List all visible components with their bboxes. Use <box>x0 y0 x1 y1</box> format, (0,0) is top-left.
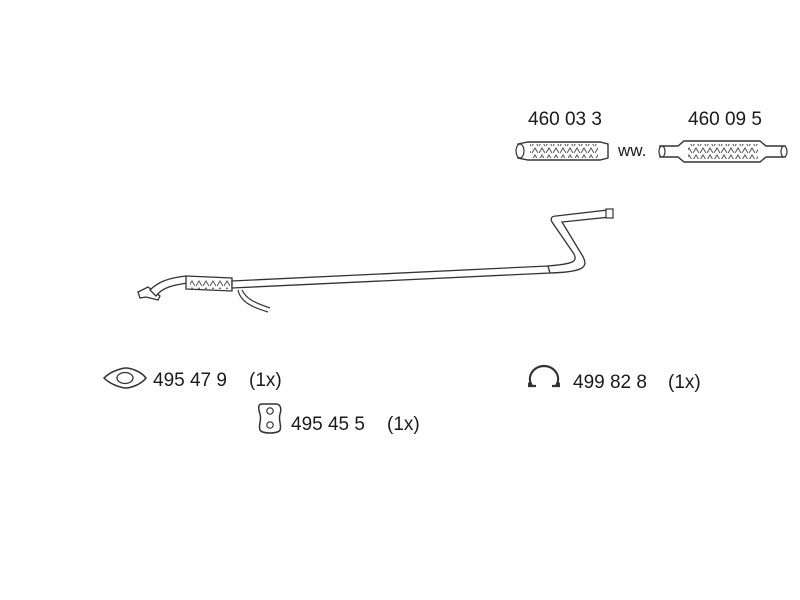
rubber-mount-icon <box>257 403 282 434</box>
rubber-mount-qty: (1x) <box>387 414 420 435</box>
flex-pipe-b[interactable]: 460 09 5 <box>658 109 788 163</box>
exhaust-pipe[interactable] <box>137 208 614 313</box>
rubber-mount-number: 495 45 5 <box>291 414 365 435</box>
flex-pipe-icon <box>515 141 609 161</box>
flex-pipe-icon <box>658 140 788 163</box>
flex-pipe-a-number: 460 03 3 <box>528 109 602 130</box>
clamp-part[interactable]: 499 82 8 (1x) <box>528 364 701 393</box>
exhaust-pipe-icon <box>137 208 614 313</box>
rubber-mount-part[interactable]: 495 45 5 (1x) <box>257 403 420 435</box>
gasket-part[interactable]: 495 47 9 (1x) <box>102 367 282 391</box>
gasket-qty: (1x) <box>249 370 282 391</box>
gasket-icon <box>102 367 147 389</box>
flex-pipe-b-number: 460 09 5 <box>688 109 762 130</box>
alternative-text: ww. <box>617 141 646 160</box>
clamp-number: 499 82 8 <box>573 372 647 393</box>
clamp-icon <box>528 364 560 388</box>
flex-pipe-a[interactable]: 460 03 3 <box>515 109 609 161</box>
clamp-qty: (1x) <box>668 372 701 393</box>
gasket-number: 495 47 9 <box>153 370 227 391</box>
